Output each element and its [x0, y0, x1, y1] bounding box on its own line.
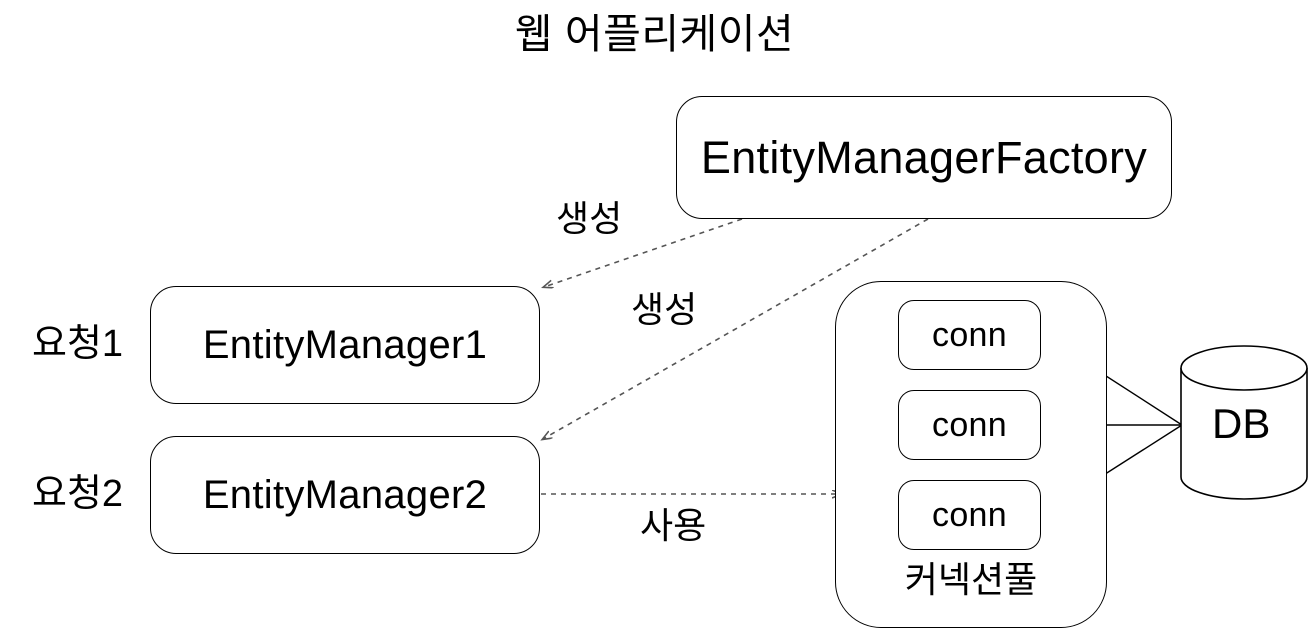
entity-manager-1-label: EntityManager1 — [202, 322, 488, 367]
entity-manager-2-label: EntityManager2 — [202, 472, 488, 517]
node-conn-2[interactable]: conn — [898, 390, 1041, 460]
request-2-label: 요청2 — [32, 473, 124, 515]
request-1-label: 요청1 — [32, 323, 124, 365]
connection-pool-label: 커넥션풀 — [904, 559, 1038, 600]
edge-label-create-2: 생성 — [631, 289, 698, 330]
node-entity-manager-1[interactable]: EntityManager1 — [150, 286, 540, 404]
edge-label-use: 사용 — [640, 505, 707, 546]
node-entity-manager-factory[interactable]: EntityManagerFactory — [676, 96, 1172, 219]
edge-label-create-1: 생성 — [556, 198, 623, 239]
node-conn-3[interactable]: conn — [898, 480, 1041, 550]
conn-1-label: conn — [932, 315, 1007, 354]
diagram-title: 웹 어플리케이션 — [514, 11, 795, 57]
conn-3-label: conn — [932, 495, 1007, 534]
node-conn-1[interactable]: conn — [898, 300, 1041, 370]
node-entity-manager-2[interactable]: EntityManager2 — [150, 436, 540, 554]
entity-manager-factory-label: EntityManagerFactory — [700, 131, 1148, 183]
conn-2-label: conn — [932, 405, 1007, 444]
database-label: DB — [1212, 400, 1271, 447]
